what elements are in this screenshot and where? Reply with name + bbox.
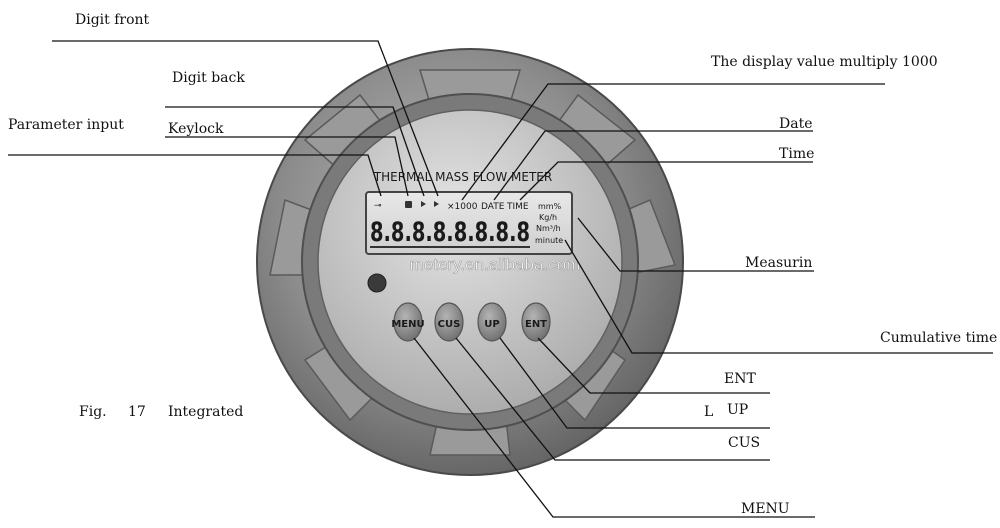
lcd-unit-mm-percent: mm% — [538, 202, 562, 211]
caption-number: 17 — [128, 404, 146, 420]
parameter-input-icon: ⊸ — [374, 201, 382, 211]
label-ent: ENT — [724, 371, 756, 387]
digit-back-icon — [421, 201, 426, 207]
lcd-unit-nm3-per-h: Nm³/h — [536, 224, 561, 233]
label-l: L — [704, 404, 714, 420]
label-date: Date — [779, 116, 813, 132]
up-button-label: UP — [484, 319, 499, 330]
label-digit-front: Digit front — [75, 12, 150, 28]
ent-button-label: ENT — [525, 319, 547, 330]
up-button[interactable] — [477, 302, 507, 342]
keylock-icon — [405, 201, 412, 208]
leader-lines — [8, 40, 993, 518]
menu-button-label: MENU — [391, 319, 424, 330]
faceplate — [317, 109, 623, 415]
lcd-date-indicator: DATE — [481, 202, 505, 212]
label-measuring: Measurin — [745, 255, 813, 271]
caption-fig: Fig. — [79, 404, 107, 420]
lcd-multiply-indicator: ×1000 — [447, 202, 478, 212]
label-keylock: Keylock — [168, 121, 224, 137]
label-digit-back: Digit back — [172, 70, 245, 86]
cus-button[interactable] — [434, 302, 464, 342]
meter-title: THERMAL MASS FLOW METER — [373, 170, 552, 184]
lcd-unit-minute: minute — [535, 236, 563, 245]
lcd-unit-kg-per-h: Kg/h — [539, 213, 557, 222]
status-led — [367, 273, 387, 293]
label-multiply-1000: The display value multiply 1000 — [711, 54, 938, 70]
label-up: UP — [727, 402, 749, 418]
lcd-digits: 8.8.8.8.8.8.8.8 — [370, 217, 530, 248]
label-menu: MENU — [741, 501, 790, 517]
digit-front-icon — [434, 201, 439, 207]
label-cumulative-time: Cumulative time — [880, 330, 998, 346]
menu-button[interactable] — [393, 302, 423, 342]
watermark: metery.en.alibaba.com — [410, 255, 581, 274]
label-parameter-input: Parameter input — [8, 117, 124, 133]
cus-button-label: CUS — [438, 319, 461, 330]
label-time: Time — [779, 146, 815, 162]
label-cus: CUS — [728, 435, 761, 451]
caption-text: Integrated — [168, 404, 244, 420]
lcd-panel — [365, 191, 573, 255]
lcd-time-indicator: TIME — [506, 202, 529, 212]
ent-button[interactable] — [521, 302, 551, 342]
